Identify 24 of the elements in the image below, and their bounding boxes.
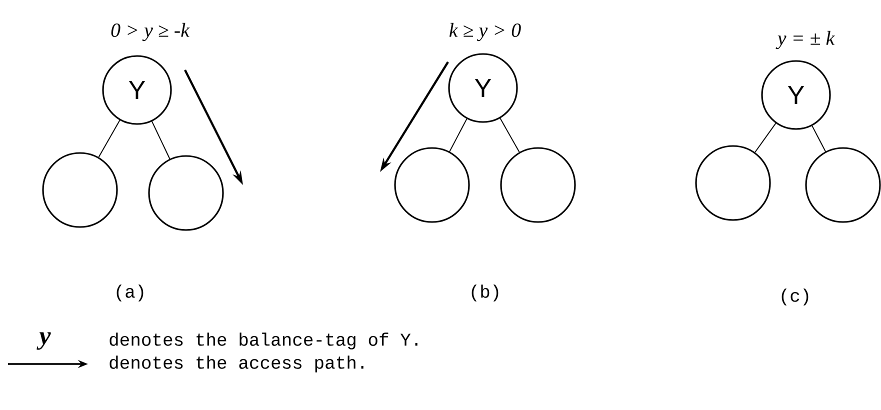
caption-label: (b) [472,284,498,302]
tree-node: Y [448,53,518,123]
tree-line [754,122,776,153]
tree-line [151,120,170,160]
tree-line [449,118,468,152]
circle-node [148,155,224,231]
tree-node: Y [102,55,172,125]
circle-node [805,147,881,223]
tree-line [812,125,826,152]
tree-node: Y [761,60,831,130]
legend-text: denotes the access path. [110,356,364,372]
circle-node [500,147,576,223]
circle-node [394,147,470,223]
circle-node [42,152,118,228]
condition-label: k ≥ y > 0 [449,22,521,42]
tree-line [500,118,520,153]
note-text: denotes the balance-tag of Y. [110,332,418,350]
caption-label: (a) [116,284,144,302]
symbol-label: y [36,332,51,350]
circle-node [695,145,771,221]
tree-line [98,120,120,158]
caption-label: (c) [782,288,808,306]
condition-label: y = ± k [776,30,835,50]
condition-label: 0 > y ≥ -k [111,22,190,42]
